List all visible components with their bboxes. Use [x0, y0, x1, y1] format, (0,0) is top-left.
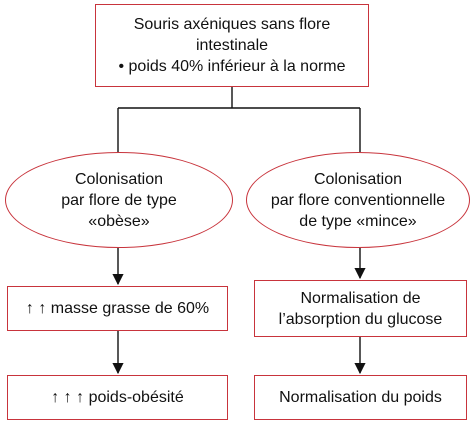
right-colonisation-ellipse: Colonisation par flore conventionnelle d…: [246, 152, 470, 248]
right-ellipse-line-1: Colonisation: [313, 170, 403, 188]
right-box-2-text: Normalisation du poids: [279, 389, 442, 406]
right-weight-box: Normalisation du poids: [254, 375, 467, 420]
left-box-2-text: ↑ ↑ ↑ poids-obésité: [51, 389, 184, 406]
root-bullet: • poids 40% inférieur à la norme: [118, 58, 346, 75]
root-line-1: Souris axéniques sans flore: [133, 16, 331, 33]
right-box-1-line-1: Normalisation de: [300, 289, 421, 307]
left-colonisation-ellipse: Colonisation par flore de type «obèse»: [5, 152, 233, 248]
left-ellipse-line-3: «obèse»: [88, 212, 150, 230]
left-ellipse-line-2: par flore de type: [61, 191, 177, 209]
root-node-axenic-mice: Souris axéniques sans flore intestinale …: [95, 4, 369, 87]
left-obesity-box: ↑ ↑ ↑ poids-obésité: [7, 375, 228, 420]
right-ellipse-line-3: de type «mince»: [299, 212, 417, 230]
left-ellipse-line-1: Colonisation: [74, 170, 164, 188]
root-line-2: intestinale: [195, 37, 269, 54]
left-fat-mass-box: ↑ ↑ masse grasse de 60%: [7, 286, 228, 331]
right-glucose-box: Normalisation de l’absorption du glucose: [254, 280, 467, 337]
right-box-1-line-2: l’absorption du glucose: [278, 310, 443, 328]
right-ellipse-line-2: par flore conventionnelle: [270, 191, 446, 209]
left-box-1-text: ↑ ↑ masse grasse de 60%: [25, 300, 210, 317]
